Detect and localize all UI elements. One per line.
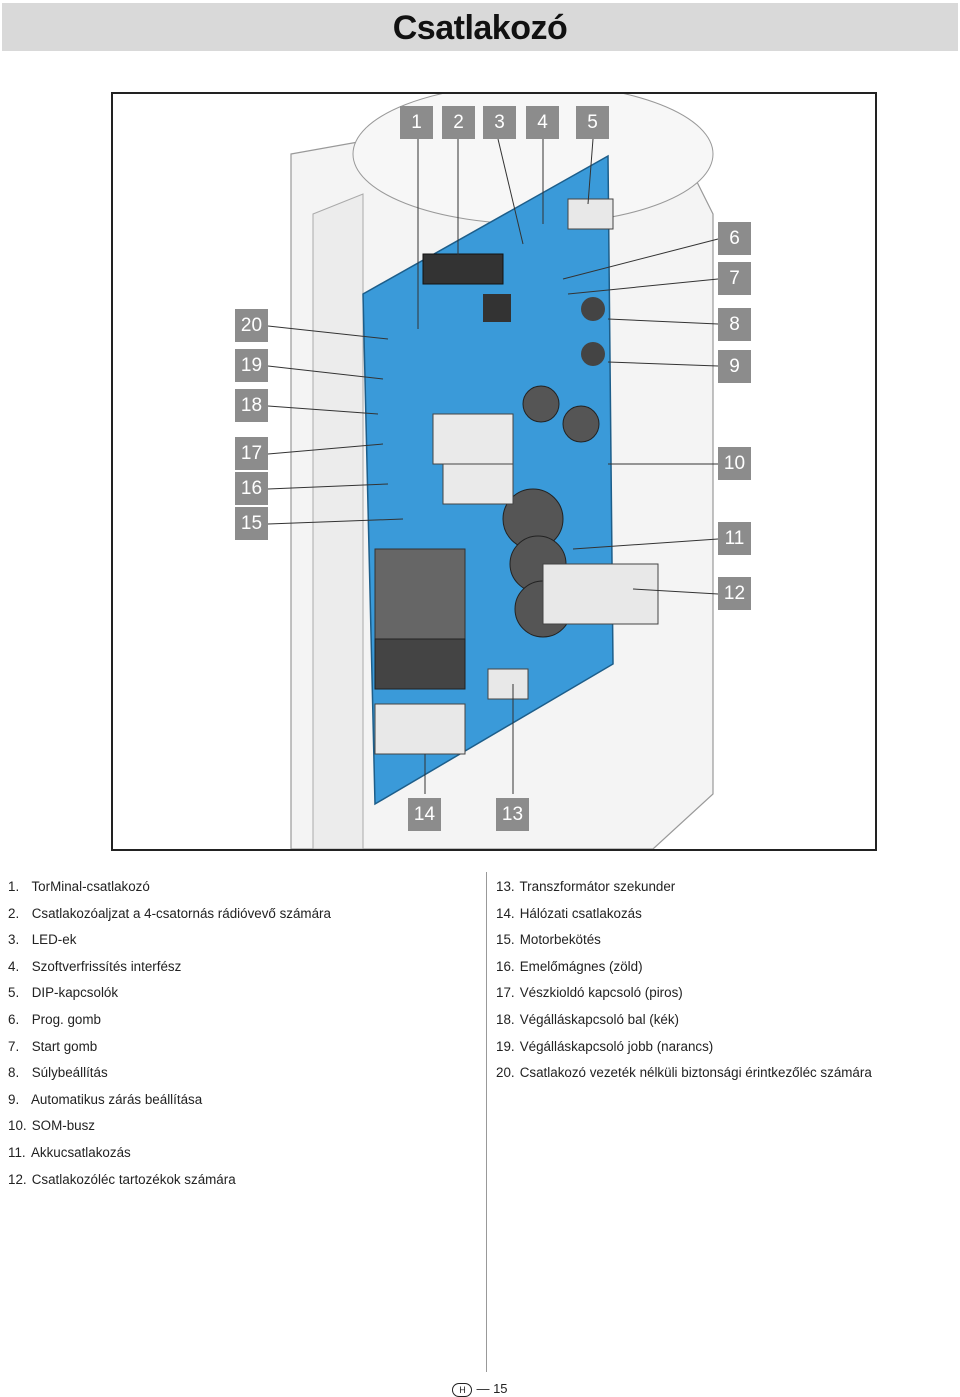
legend-right: 13. Transzformátor szekunder 14. Hálózat…	[496, 874, 872, 1087]
callout-6: 6	[718, 222, 751, 255]
legend-item: 4. Szoftverfrissítés interfész	[8, 958, 182, 974]
legend-left: 1. TorMinal-csatlakozó 2. Csatlakozóaljz…	[8, 874, 331, 1193]
legend-item: 10. SOM-busz	[8, 1118, 95, 1134]
circuit-board-illustration	[267, 94, 719, 849]
callout-17: 17	[235, 437, 268, 470]
legend-item: 17. Vészkioldó kapcsoló (piros)	[496, 985, 683, 1001]
callout-5: 5	[576, 106, 609, 139]
callout-15: 15	[235, 507, 268, 540]
legend-item: 15. Motorbekötés	[496, 932, 601, 948]
page-number: — 15	[476, 1381, 508, 1396]
callout-18: 18	[235, 389, 268, 422]
callout-20: 20	[235, 309, 268, 342]
callout-12: 12	[718, 577, 751, 610]
callout-11: 11	[718, 522, 751, 555]
legend-item: 2. Csatlakozóaljzat a 4-csatornás rádióv…	[8, 905, 331, 921]
circuit-board-figure: 1 2 3 4 5 6 7 8 9 10 11 12 13 14 15 16 1…	[111, 92, 877, 851]
title-bar: Csatlakozó	[2, 3, 958, 51]
callout-4: 4	[526, 106, 559, 139]
legend-item: 16. Emelőmágnes (zöld)	[496, 958, 643, 974]
legend-item: 20. Csatlakozó vezeték nélküli biztonság…	[496, 1065, 872, 1081]
legend-item: 9. Automatikus zárás beállítása	[8, 1091, 203, 1107]
callout-19: 19	[235, 349, 268, 382]
callout-10: 10	[718, 447, 751, 480]
callout-9: 9	[718, 350, 751, 383]
legend-item: 7. Start gomb	[8, 1038, 98, 1054]
callout-3: 3	[483, 106, 516, 139]
page-footer: H— 15	[0, 1381, 960, 1397]
callout-13: 13	[496, 798, 529, 831]
column-divider	[486, 872, 487, 1372]
legend-item: 19. Végálláskapcsoló jobb (narancs)	[496, 1038, 714, 1054]
legend-item: 13. Transzformátor szekunder	[496, 879, 676, 894]
legend-item: 3. LED-ek	[8, 932, 77, 948]
callout-1: 1	[400, 106, 433, 139]
callout-16: 16	[235, 472, 268, 505]
legend-item: 8. Súlybeállítás	[8, 1065, 108, 1081]
legend-item: 6. Prog. gomb	[8, 1011, 101, 1027]
legend-item: 11. Akkucsatlakozás	[8, 1144, 131, 1160]
callout-14: 14	[408, 798, 441, 831]
callout-8: 8	[718, 308, 751, 341]
callout-2: 2	[442, 106, 475, 139]
legend-item: 12. Csatlakozóléc tartozékok számára	[8, 1171, 236, 1187]
page-title: Csatlakozó	[392, 9, 568, 47]
legend-item: 14. Hálózati csatlakozás	[496, 905, 642, 921]
legend-item: 18. Végálláskapcsoló bal (kék)	[496, 1011, 680, 1027]
callout-7: 7	[718, 262, 751, 295]
country-badge: H	[452, 1382, 473, 1397]
legend-item: 5. DIP-kapcsolók	[8, 985, 119, 1001]
legend-item: 1. TorMinal-csatlakozó	[8, 879, 150, 894]
